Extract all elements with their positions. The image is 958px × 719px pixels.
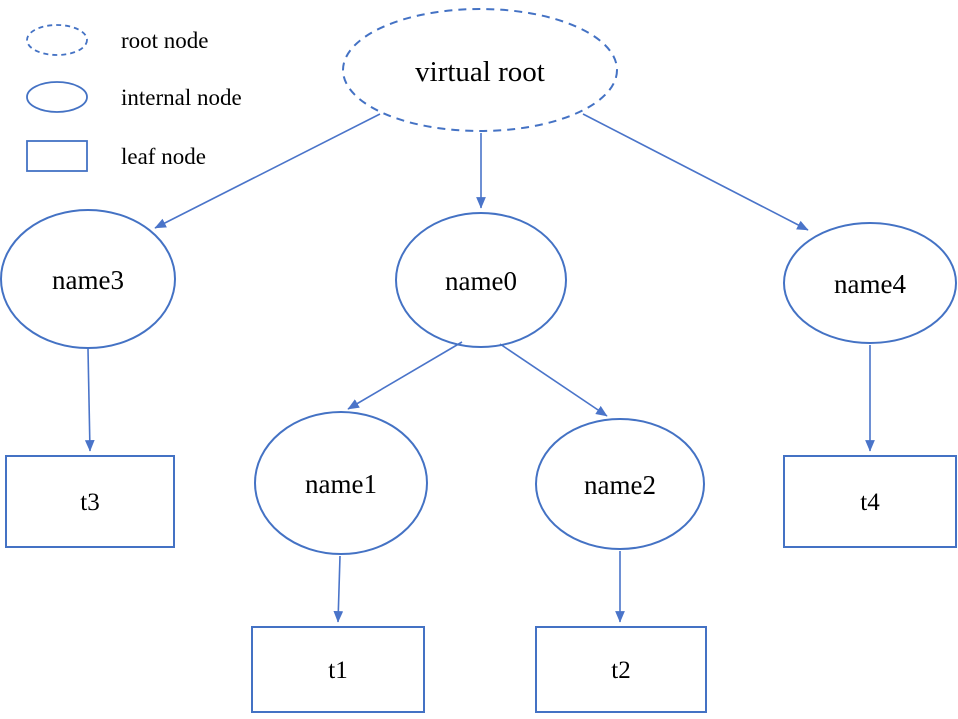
node-virtual-root: virtual root — [342, 8, 618, 132]
name1-label: name1 — [305, 469, 377, 499]
t3-rect — [5, 455, 175, 548]
edge-name3-to-t3 — [84, 348, 95, 452]
name4-ellipse — [783, 222, 957, 344]
t2-rect — [535, 626, 707, 713]
name4-label: name4 — [834, 269, 906, 299]
edge-virtual-root-to-name3 — [154, 113, 381, 229]
edges — [84, 113, 875, 623]
edge-name0-to-name1 — [347, 341, 463, 410]
node-name1: name1 — [254, 411, 428, 555]
virtual-root-ellipse — [342, 8, 618, 132]
edge-name0-to-name2 — [499, 343, 608, 417]
legend: root node internal node leaf node — [26, 24, 242, 172]
t2-label: t2 — [611, 657, 630, 684]
name3-ellipse — [0, 209, 176, 349]
name3-label: name3 — [52, 265, 124, 295]
legend-internal-node-icon — [26, 81, 88, 113]
edge-virtual-root-to-name4 — [582, 113, 809, 231]
name0-label: name0 — [445, 266, 517, 296]
t1-label: t1 — [328, 657, 347, 684]
node-t4: t4 — [783, 455, 957, 548]
node-t1: t1 — [251, 626, 425, 713]
node-t3: t3 — [5, 455, 175, 548]
t4-label: t4 — [860, 489, 880, 516]
t1-rect — [251, 626, 425, 713]
node-name2: name2 — [535, 418, 705, 550]
node-name0: name0 — [395, 212, 567, 348]
virtual-root-label: virtual root — [415, 56, 545, 88]
legend-leaf-node-label: leaf node — [121, 144, 206, 169]
legend-internal-node-label: internal node — [121, 85, 242, 110]
name0-ellipse — [395, 212, 567, 348]
t3-label: t3 — [80, 489, 99, 516]
node-name3: name3 — [0, 209, 176, 349]
legend-leaf-node-icon — [26, 140, 88, 172]
node-t2: t2 — [535, 626, 707, 713]
name2-label: name2 — [584, 470, 656, 500]
edge-name1-to-t1 — [333, 555, 344, 623]
name1-ellipse — [254, 411, 428, 555]
name2-ellipse — [535, 418, 705, 550]
node-name4: name4 — [783, 222, 957, 344]
legend-root-node-label: root node — [121, 28, 209, 53]
t4-rect — [783, 455, 957, 548]
legend-root-node-icon — [26, 24, 88, 56]
